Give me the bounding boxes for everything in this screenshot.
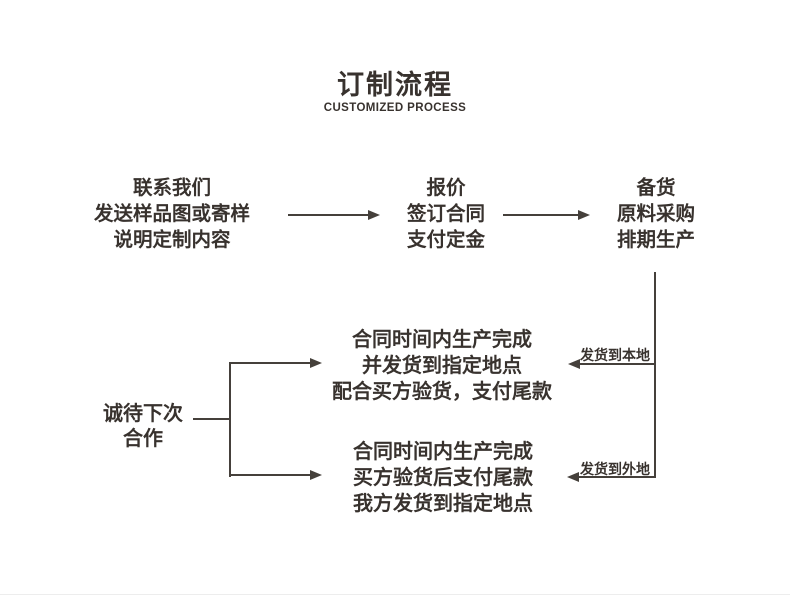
arrow-label-local: 发货到本地 [580,347,650,363]
step-quote: 报价 签订合同 支付定金 [407,175,485,253]
arrowhead-right-icon [578,210,590,220]
step-contact-line1: 联系我们 [132,177,212,199]
step-contact-line3: 说明定制内容 [113,229,231,251]
page-title: 订制流程 [337,70,453,100]
branch-local-line2: 并发货到指定地点 [362,355,522,377]
arrowhead-right-icon [368,210,380,220]
arrow-line [503,214,578,216]
arrowhead-left-icon [568,359,580,369]
connector-prepare-down [654,272,656,478]
arrowhead-left-icon [567,472,579,482]
arrow-line [580,363,655,365]
branch-outer-line3: 我方发货到指定地点 [353,493,533,515]
arrow-line [288,214,368,216]
end-node-next-cooperation: 诚待下次 合作 [103,402,183,452]
page-subtitle: CUSTOMIZED PROCESS [323,102,467,114]
end-node-line2: 合作 [123,428,163,450]
step-prepare-line3: 排期生产 [616,229,696,251]
arrow-line [230,362,310,364]
step-prepare-line2: 原料采购 [616,203,696,225]
step-prepare: 备货 原料采购 排期生产 [617,175,695,253]
arrowhead-right-icon [310,358,322,368]
end-node-line1: 诚待下次 [103,403,183,425]
arrow-line [230,474,310,476]
step-quote-line2: 签订合同 [406,203,486,225]
step-contact: 联系我们 发送样品图或寄样 说明定制内容 [94,175,250,253]
branch-local-line3: 配合买方验货，支付尾款 [332,381,552,403]
branch-outer-delivery: 合同时间内生产完成 买方验货后支付尾款 我方发货到指定地点 [353,439,533,517]
step-quote-line1: 报价 [426,177,466,199]
branch-outer-line2: 买方验货后支付尾款 [353,467,533,489]
arrow-label-outer: 发货到外地 [580,461,650,477]
branch-local-line1: 合同时间内生产完成 [352,329,532,351]
step-prepare-line1: 备货 [636,177,676,199]
branch-outer-line1: 合同时间内生产完成 [353,441,533,463]
step-contact-line2: 发送样品图或寄样 [93,203,251,225]
step-quote-line3: 支付定金 [406,229,486,251]
bracket-connector-line [193,418,231,420]
branch-local-delivery: 合同时间内生产完成 并发货到指定地点 配合买方验货，支付尾款 [332,327,552,405]
arrow-line [579,476,655,478]
arrowhead-right-icon [310,470,322,480]
